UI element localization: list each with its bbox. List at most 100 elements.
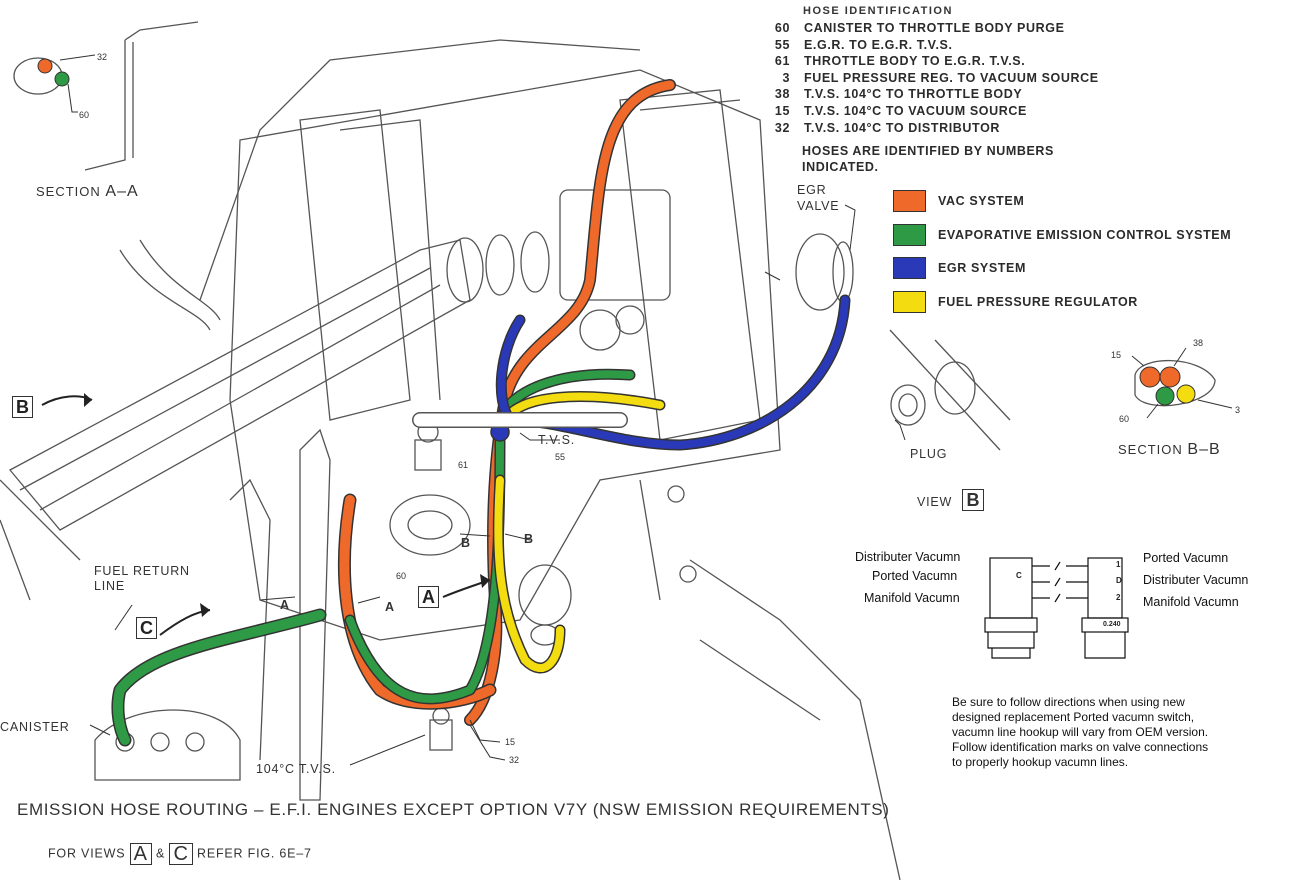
port-d-mark: D <box>1116 576 1122 585</box>
hose-number: 60 <box>774 21 790 35</box>
hose-row: 55 E.G.R. TO E.G.R. T.V.S. <box>770 37 1099 54</box>
legend-evaporative-emission: EVAPORATIVE EMISSION CONTROL SYSTEM <box>893 224 1231 246</box>
legend-swatch <box>893 190 926 212</box>
hose-row: 61 THROTTLE BODY TO E.G.R. T.V.S. <box>770 53 1099 70</box>
hose-note-line: INDICATED. <box>802 160 879 174</box>
view-b-label: VIEW B <box>917 489 985 511</box>
port-2-mark: 2 <box>1116 593 1121 602</box>
hose-note-line: HOSES ARE IDENTIFIED BY NUMBERS <box>802 144 1054 158</box>
footer-amp: & <box>156 846 166 861</box>
switch-rating: 0.240 <box>1103 621 1121 628</box>
port-c-mark: C <box>1016 571 1022 580</box>
ported-vacumn-left-label: Ported Vacumn <box>872 569 958 583</box>
callout-32: 32 <box>509 755 520 765</box>
fuel-return-line-label-line2: LINE <box>94 579 125 593</box>
legend-fuel-pressure-regulator: FUEL PRESSURE REGULATOR <box>893 291 1138 313</box>
hose-number: 55 <box>774 37 790 52</box>
footer-view-c: C <box>169 843 193 865</box>
footer-view-a: A <box>129 843 152 865</box>
distributer-vacumn-left-label: Distributer Vacumn <box>855 550 961 564</box>
replacement-switch-instructions: Be sure to follow directions when using … <box>952 695 1208 770</box>
legend-swatch <box>893 224 926 246</box>
hose-number: 61 <box>774 54 790 69</box>
canister-label: CANISTER <box>0 720 70 734</box>
instruction-line: Follow identification marks on valve con… <box>952 740 1209 754</box>
diagram-caption: EMISSION HOSE ROUTING – E.F.I. ENGINES E… <box>17 800 890 819</box>
box-a: A <box>418 586 439 608</box>
section-bb-letters: B–B <box>1187 441 1221 458</box>
callout-15: 15 <box>505 737 516 747</box>
hose-number: 32 <box>774 120 790 135</box>
callout-55: 55 <box>555 452 566 462</box>
legend-swatch <box>893 291 926 313</box>
hose-description: E.G.R. TO E.G.R. T.V.S. <box>804 37 953 52</box>
section-aa-prefix: SECTION <box>36 184 101 199</box>
hose-row: 32 T.V.S. 104°C TO DISTRIBUTOR <box>770 120 1099 137</box>
cut-line-a-right: A <box>385 600 395 614</box>
hose-identification-title: HOSE IDENTIFICATION <box>803 5 953 17</box>
manifold-vacumn-right-label: Manifold Vacumn <box>1143 595 1239 609</box>
plug-label: PLUG <box>910 447 948 461</box>
view-c-marker: C <box>136 617 157 639</box>
legend-label: VAC SYSTEM <box>938 194 1025 208</box>
callout-3: 3 <box>1235 405 1241 415</box>
legend-label: EVAPORATIVE EMISSION CONTROL SYSTEM <box>938 228 1232 242</box>
hose-row: 3 FUEL PRESSURE REG. TO VACUUM SOURCE <box>770 70 1099 87</box>
box-c: C <box>136 617 157 639</box>
section-aa-letters: A–A <box>105 183 139 200</box>
hose-number: 15 <box>774 103 790 118</box>
section-aa-label: SECTION A–A <box>36 183 139 201</box>
instruction-line: to properly hookup vacumn lines. <box>952 755 1129 769</box>
legend-swatch <box>893 257 926 279</box>
hose-identification-list: 60 CANISTER TO THROTTLE BODY PURGE 55 E.G.… <box>770 20 1099 136</box>
section-bb-label: SECTION B–B <box>1118 441 1221 459</box>
callout-15: 15 <box>1111 350 1122 360</box>
view-a-marker: A <box>418 586 439 608</box>
hose-note: HOSES ARE IDENTIFIED BY NUMBERS INDICATE… <box>802 143 1054 175</box>
footer-reference: FOR VIEWS A & C REFER FIG. 6E–7 <box>48 843 312 865</box>
footer-suffix: REFER FIG. 6E–7 <box>197 846 312 861</box>
instruction-line: Be sure to follow directions when using … <box>952 695 1185 709</box>
hose-number: 3 <box>782 70 790 85</box>
egr-valve-label-line2: VALVE <box>797 199 840 213</box>
legend-egr-system: EGR SYSTEM <box>893 257 1026 279</box>
ported-vacumn-right-label: Ported Vacumn <box>1143 551 1229 565</box>
box-b: B <box>12 396 33 418</box>
hose-description: T.V.S. 104°C TO DISTRIBUTOR <box>804 120 1001 135</box>
hose-row: 15 T.V.S. 104°C TO VACUUM SOURCE <box>770 103 1099 120</box>
view-b-prefix: VIEW <box>917 495 953 509</box>
legend-label: FUEL PRESSURE REGULATOR <box>938 295 1138 309</box>
hose-description: T.V.S. 104°C TO VACUUM SOURCE <box>804 103 1027 118</box>
manifold-vacumn-left-label: Manifold Vacumn <box>864 591 960 605</box>
distributer-vacumn-right-label: Distributer Vacumn <box>1143 573 1249 587</box>
callout-61: 61 <box>458 460 469 470</box>
fuel-return-line-label-line1: FUEL RETURN <box>94 564 190 578</box>
callout-60: 60 <box>396 571 407 581</box>
cut-line-b-right: B <box>524 532 534 546</box>
cut-line-b-left: B <box>461 536 471 550</box>
port-1-mark: 1 <box>1116 560 1121 569</box>
instruction-line: vacumn line hookup will vary from OEM ve… <box>952 725 1209 739</box>
view-b-marker: B <box>12 396 33 418</box>
instruction-line: designed replacement Ported vacumn switc… <box>952 710 1195 724</box>
cut-line-a-left: A <box>280 598 290 612</box>
hose-row: 60 CANISTER TO THROTTLE BODY PURGE <box>770 20 1099 37</box>
callout-32: 32 <box>97 52 108 62</box>
vacuum-switch-drawing <box>984 557 1129 659</box>
footer-prefix: FOR VIEWS <box>48 846 126 861</box>
egr-valve-label-line1: EGR <box>797 183 827 197</box>
legend-vac-system: VAC SYSTEM <box>893 190 1024 212</box>
tvs-104-label: 104°C T.V.S. <box>256 762 336 776</box>
callout-60: 60 <box>1119 414 1130 424</box>
hose-description: CANISTER TO THROTTLE BODY PURGE <box>804 21 1065 35</box>
view-b-box: B <box>962 489 985 511</box>
tvs-label: T.V.S. <box>538 433 575 447</box>
legend-label: EGR SYSTEM <box>938 261 1026 275</box>
hose-description: THROTTLE BODY TO E.G.R. T.V.S. <box>804 54 1026 69</box>
callout-38: 38 <box>1193 338 1204 348</box>
section-bb-prefix: SECTION <box>1118 442 1183 457</box>
hose-description: FUEL PRESSURE REG. TO VACUUM SOURCE <box>804 70 1099 85</box>
callout-60: 60 <box>79 110 90 120</box>
